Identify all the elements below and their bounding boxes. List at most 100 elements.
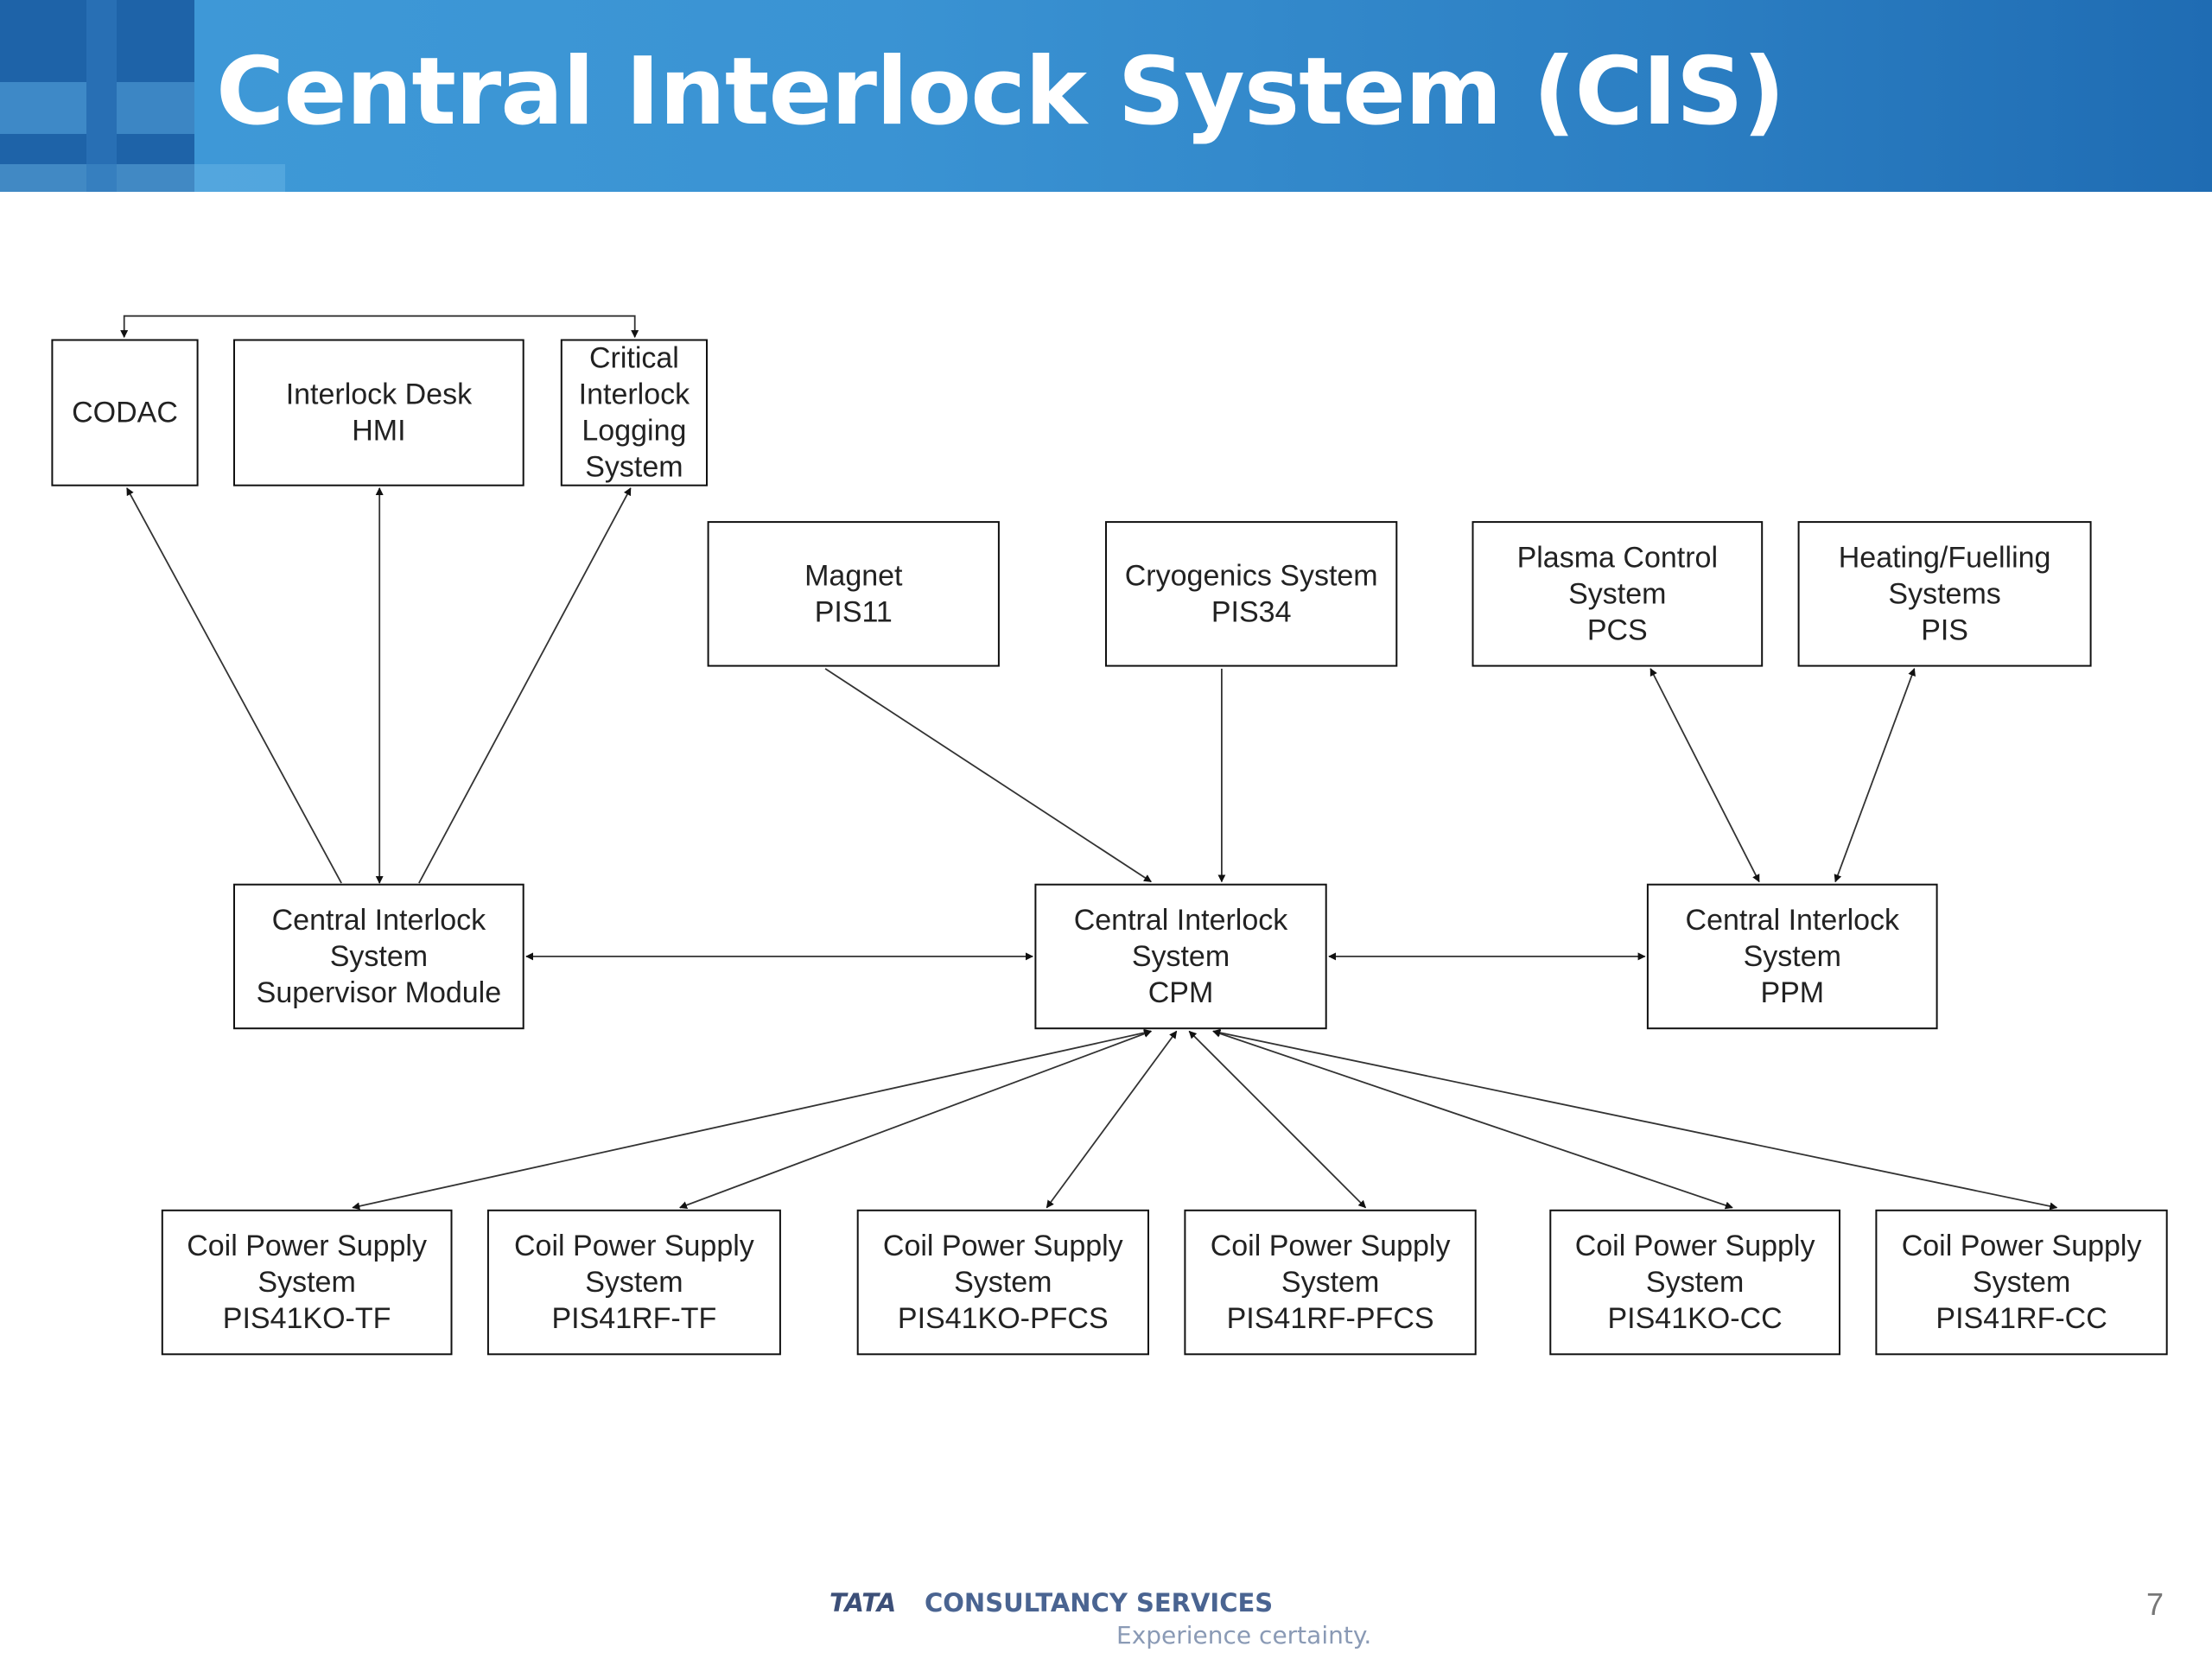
connection-cis-cpm-coil-pis41ko-cc [1212,1029,1733,1210]
node-box [856,1209,1149,1356]
banner-decoration [117,82,194,134]
node-box [51,339,199,486]
node-box [1034,883,1327,1030]
node-label-line: Central Interlock [1074,904,1289,937]
node-label-line: System [330,940,428,973]
node-label-line: HMI [352,415,405,448]
node-label-line: Supervisor Module [257,976,501,1009]
node-label-line: Interlock [579,378,690,411]
node-label-line: Coil Power Supply [1575,1230,1815,1262]
connection-cis-cpm-coil-pis41ko-pfcs [1046,1030,1178,1209]
connection-cis-supervisor-codac [126,487,342,884]
node-label-line: Coil Power Supply [514,1230,754,1262]
node-label-line: Plasma Control [1517,541,1718,574]
node-label-line: Systems [1888,577,2000,610]
node-box [560,339,708,486]
node-label-line: Coil Power Supply [883,1230,1123,1262]
node-label-line: Magnet [804,559,903,592]
node-label-line: PIS41KO-TF [223,1302,391,1335]
banner-decoration [0,164,285,192]
node-label-line: System [1646,1266,1744,1299]
node-label-line: Interlock Desk [286,378,473,411]
node-label-line: PIS41KO-PFCS [898,1302,1109,1335]
node-box [1184,1209,1477,1356]
node-label-line: System [257,1266,355,1299]
page-number: 7 [2145,1586,2164,1622]
connection-cis-cpm-coil-pis41rf-cc [1212,1028,2058,1211]
node-label-line: Critical [589,342,679,375]
node-box [1875,1209,2168,1356]
node-codac: CODAC [51,339,199,486]
node-label-line: PIS41RF-PFCS [1227,1302,1434,1335]
company-logo: TATA CONSULTANCY SERVICES Experience cer… [830,1588,1391,1657]
connection-magnet-cis-cpm [824,668,1152,883]
slide-title: Central Interlock System (CIS) [216,38,1785,146]
node-label-line: Central Interlock [272,904,487,937]
node-label-line: PIS11 [815,595,893,628]
node-box [1471,521,1764,667]
node-label-line: Logging [582,415,686,448]
node-label-line: System [1132,940,1230,973]
node-label-line: System [954,1266,1052,1299]
node-label-line: System [1568,577,1666,610]
node-box [161,1209,453,1356]
node-box [1105,521,1398,667]
banner-decoration [86,0,117,192]
node-label-line: System [1281,1266,1379,1299]
connection-plasma-control-cis-ppm [1649,668,1760,883]
banner-decoration [0,82,86,134]
node-label-line: CODAC [72,397,178,429]
node-label-line: System [1973,1266,2070,1299]
node-label-line: Coil Power Supply [187,1230,427,1262]
node-label-line: System [585,1266,683,1299]
connection-codac-critical-interlock-logging [120,315,639,339]
node-label-line: PIS34 [1211,595,1292,628]
brand-name: CONSULTANCY SERVICES [925,1588,1274,1618]
node-label-line: PIS41RF-TF [551,1302,716,1335]
connection-heating-fuelling-cis-ppm [1834,668,1916,883]
node-box [486,1209,781,1356]
node-label-line: Coil Power Supply [1902,1230,2142,1262]
node-box [1549,1209,1841,1356]
node-box [233,883,524,1030]
node-label-line: PIS41RF-CC [1936,1302,2107,1335]
node-label-line: CPM [1148,976,1214,1009]
node-box [233,339,524,486]
node-box [1646,883,1938,1030]
node-label-line: PIS41KO-CC [1608,1302,1783,1335]
node-label-line: PIS [1921,613,1968,646]
connection-cis-supervisor-critical-interlock-logging [418,487,632,884]
node-label-line: PPM [1760,976,1824,1009]
node-box [1797,521,2092,667]
title-banner: Central Interlock System (CIS) [0,0,2212,192]
node-box [707,521,1000,667]
node-label-line: PCS [1587,613,1648,646]
brand-tata: TATA [830,1588,897,1618]
node-label-line: Central Interlock [1686,904,1901,937]
node-label-line: System [1744,940,1841,973]
node-label-line: System [585,451,683,484]
node-label-line: Heating/Fuelling [1839,541,2051,574]
node-label-line: Cryogenics System [1125,559,1378,592]
node-label-line: Coil Power Supply [1211,1230,1451,1262]
connections-layer [120,315,2058,1211]
brand-tagline: Experience certainty. [1116,1621,1372,1649]
